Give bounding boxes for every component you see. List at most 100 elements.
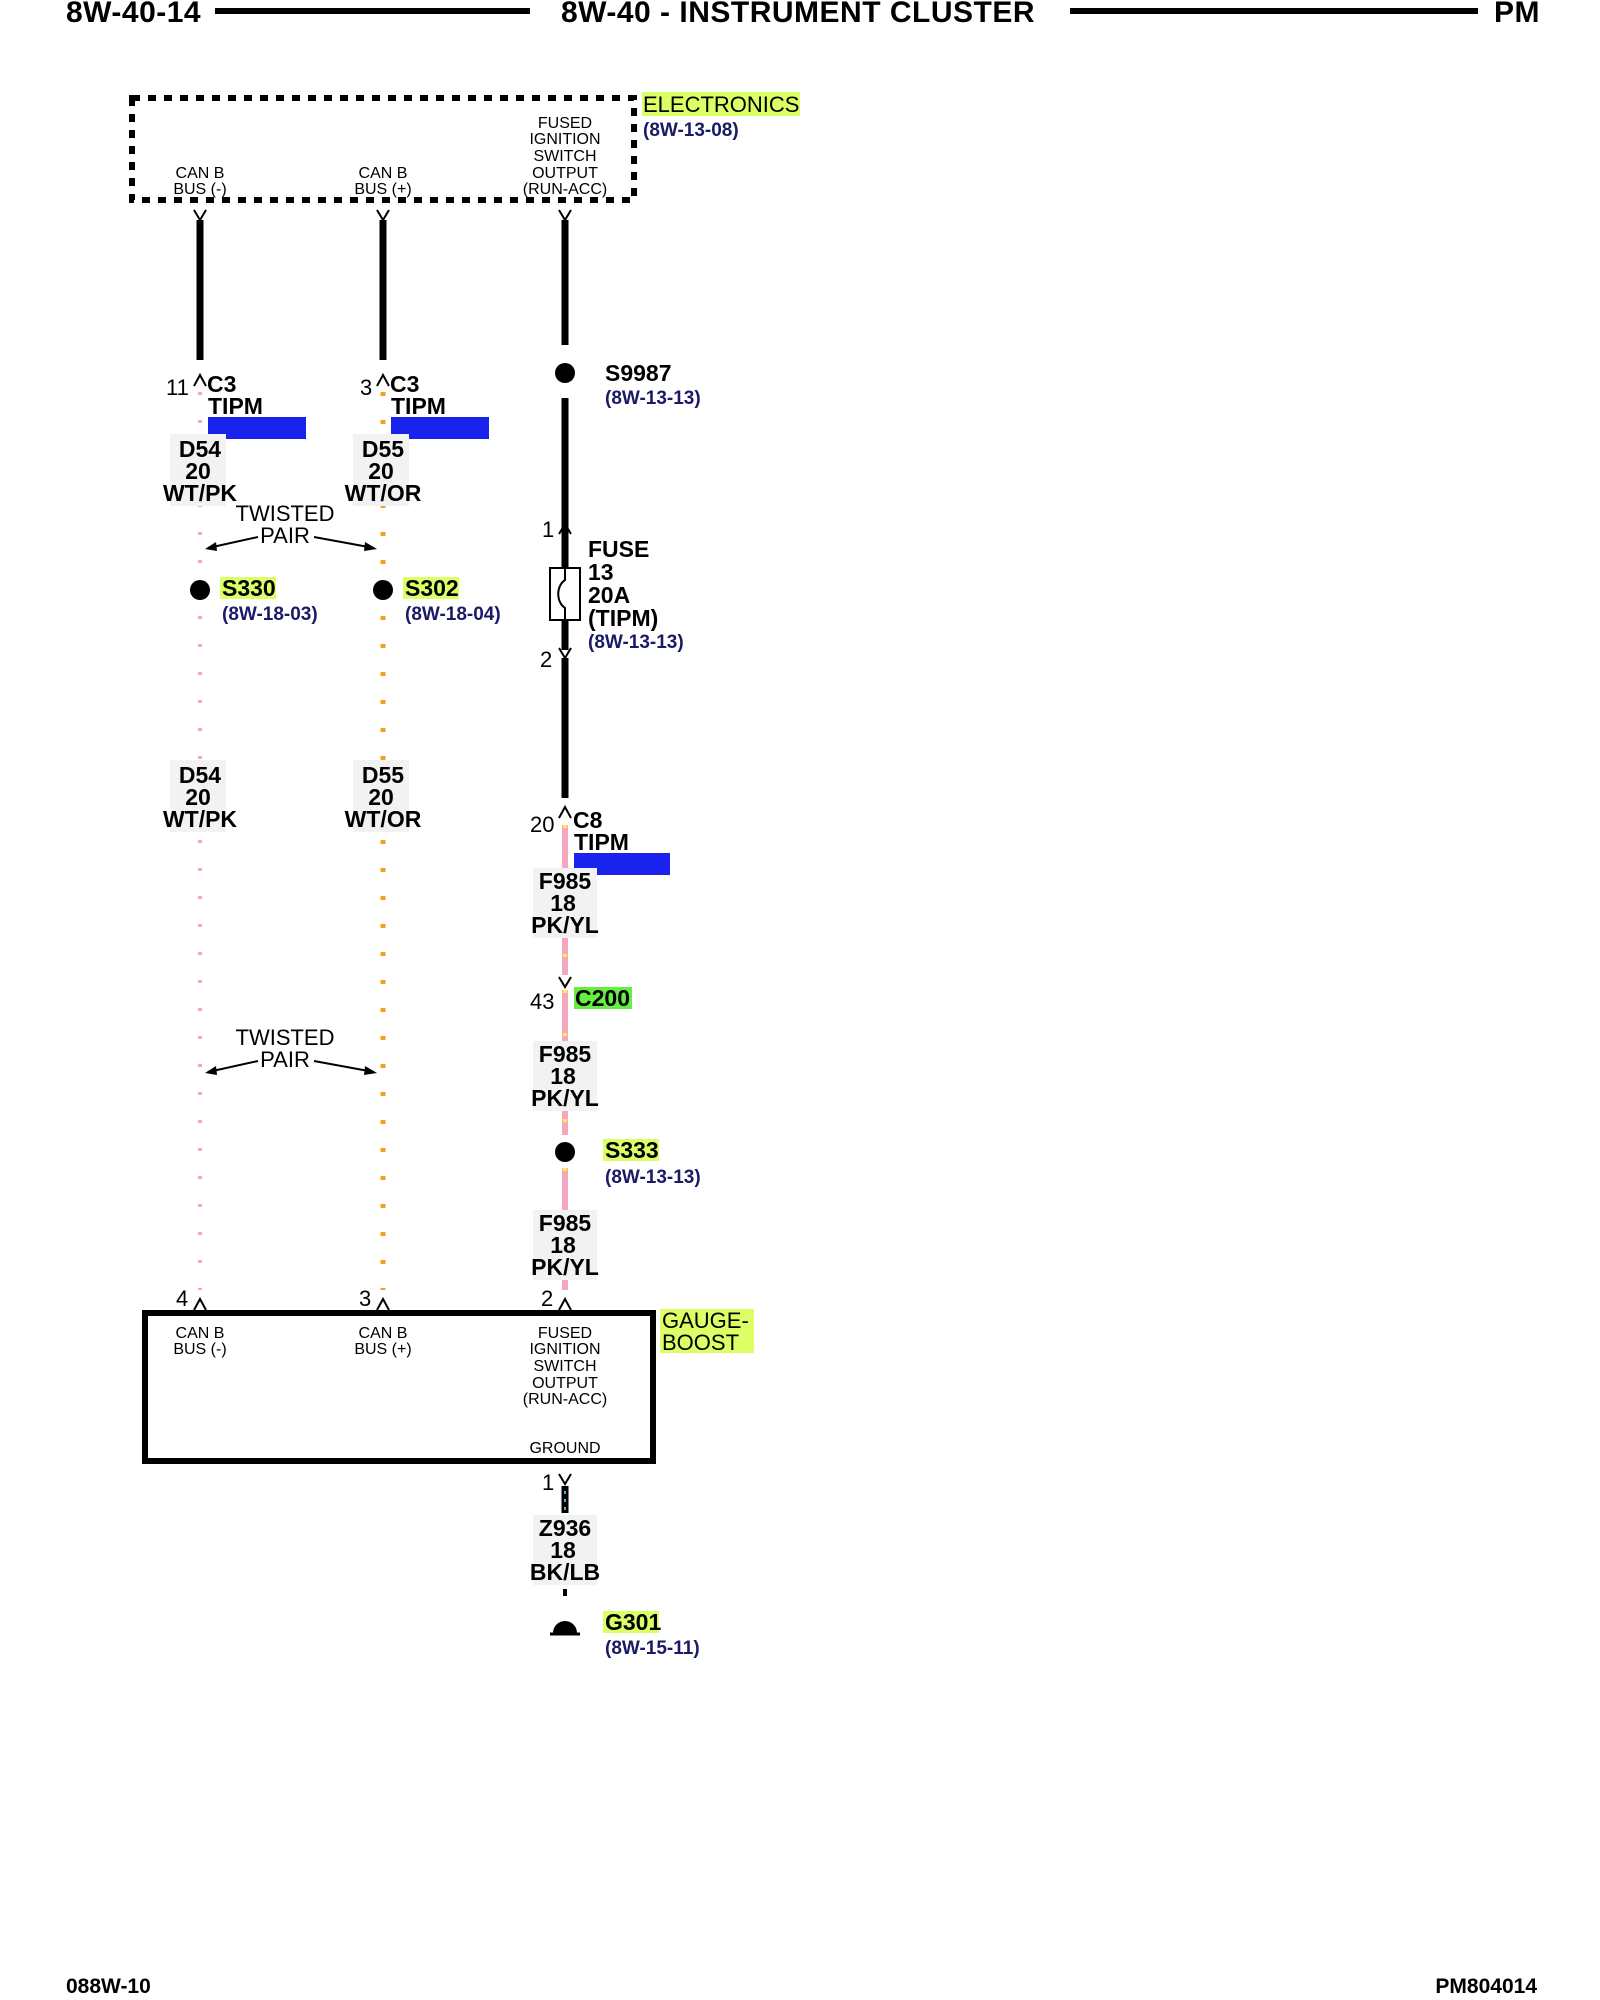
twisted-pair-line1: TWISTED: [236, 1025, 335, 1050]
ground-highlight: [603, 1611, 659, 1633]
wire-circuit: Z936: [539, 1515, 591, 1541]
page-title: 8W-40 - INSTRUMENT CLUSTER: [561, 0, 1035, 29]
wire-circuit: D55: [362, 436, 404, 462]
fuse-pin-out: 2: [540, 647, 552, 672]
electronics-pin-canb-plus-line1: CAN B: [359, 165, 408, 182]
redacted-label-block: [574, 853, 670, 875]
twisted-pair-upper: TWISTED PAIR: [205, 501, 377, 551]
splice-dot-icon: [373, 580, 393, 600]
fuse-number: 13: [588, 559, 614, 585]
wire-label-f985-3: F985 18 PK/YL: [531, 1210, 599, 1280]
fuse-pin-in: 1: [542, 517, 554, 542]
fuse-location: (TIPM): [588, 605, 658, 631]
electronics-name: ELECTRONICS: [643, 92, 799, 117]
wire-color: PK/YL: [531, 1254, 599, 1280]
wire-label-d55-mid: D55 20 WT/OR: [345, 760, 422, 832]
electronics-pin-fused-line1: FUSED: [538, 115, 592, 132]
ground-pin: 1: [542, 1470, 554, 1495]
wire-label-bg: [170, 434, 226, 506]
wire-gauge: 20: [368, 784, 394, 810]
ground-circuit: 1 Z936 18 BK/LB G301 (8W-15-11): [530, 1470, 700, 1659]
wire-canb-minus: [193, 209, 207, 1311]
wire-label-bg: [170, 760, 226, 832]
gauge-pin-fused-line4: OUTPUT: [532, 1375, 598, 1392]
wire-label-d54-mid: D54 20 WT/PK: [163, 760, 237, 832]
c3-left-pin: 11: [166, 375, 189, 400]
gauge-boost-highlight: [660, 1309, 754, 1353]
gauge-boost-box: [142, 1310, 656, 1464]
wire-gauge: 20: [185, 458, 211, 484]
gauge-boost-name-line2: BOOST: [662, 1330, 739, 1355]
wire-gauge: 20: [368, 458, 394, 484]
wire-circuit: D54: [179, 762, 221, 788]
wire-circuit: F985: [539, 868, 592, 894]
gauge-pin-number-2: 2: [541, 1286, 553, 1311]
splice-ref: (8W-18-03): [222, 604, 318, 625]
splice-highlight: [603, 1139, 659, 1161]
electronics-dashed-box: [129, 95, 637, 203]
wire-label-f985-2: F985 18 PK/YL: [531, 1041, 599, 1111]
wire-label-bg: [533, 868, 597, 938]
female-terminal-icon: [193, 209, 207, 222]
electronics-pin-fused-line2: IGNITION: [529, 131, 600, 148]
arrowhead-icon: [364, 542, 377, 551]
male-terminal-icon: [376, 1296, 390, 1311]
electronics-highlight: [642, 92, 800, 116]
redacted-label-block: [391, 417, 489, 439]
gauge-pin-canb-plus-line1: CAN B: [359, 1325, 408, 1342]
wire-color: WT/PK: [163, 806, 237, 832]
electronics-pin-canb-plus-line2: BUS (+): [354, 181, 411, 198]
electronics-pin-canb-minus-line2: BUS (-): [173, 181, 226, 198]
c200-pin: 43: [530, 989, 554, 1014]
c3-right-pin: 3: [360, 375, 372, 400]
male-terminal-icon: [558, 804, 572, 819]
gauge-pin-fused-line5: (RUN-ACC): [523, 1391, 607, 1408]
electronics-pin-canb-minus-line1: CAN B: [176, 165, 225, 182]
wire-gauge: 20: [185, 784, 211, 810]
wire-label-bg: [353, 760, 409, 832]
splice-s330: S330 (8W-18-03): [190, 575, 318, 625]
gauge-boost-module: 4 3 2 GAUGE- BOOST CAN B BUS (-) CAN B B…: [142, 1286, 754, 1464]
twisted-pair-lower: TWISTED PAIR: [205, 1025, 377, 1075]
c200-name: C200: [575, 985, 630, 1011]
female-terminal-icon: [558, 209, 572, 222]
fuse-ref: (8W-13-13): [588, 632, 684, 653]
c8-name: C8: [573, 807, 603, 833]
splice-dot-icon: [555, 363, 575, 383]
c3-right-name: C3: [390, 371, 419, 397]
male-terminal-icon: [193, 1296, 207, 1311]
connector-c8: 20 C8 TIPM: [530, 807, 670, 875]
wire-label-bg: [533, 1210, 597, 1280]
splice-ref: (8W-13-13): [605, 1167, 701, 1188]
arrow-line: [313, 1060, 375, 1073]
wire-color: WT/OR: [345, 480, 422, 506]
wire-gauge: 18: [550, 1232, 576, 1258]
splice-s333: S333 (8W-13-13): [555, 1137, 701, 1188]
splice-name: S9987: [605, 360, 672, 386]
wire-color: WT/OR: [345, 806, 422, 832]
male-terminal-icon: [376, 372, 390, 387]
splice-dot-icon: [190, 580, 210, 600]
gauge-pin-number-3: 3: [359, 1286, 371, 1311]
gauge-boost-name-line1: GAUGE-: [662, 1308, 749, 1333]
gauge-pin-fused-line2: IGNITION: [529, 1341, 600, 1358]
splice-highlight: [220, 577, 276, 599]
c8-module: TIPM: [574, 829, 629, 855]
gauge-ground-label: GROUND: [529, 1440, 600, 1457]
splice-dot-icon: [555, 1142, 575, 1162]
male-terminal-icon: [558, 1296, 572, 1311]
splice-highlight: [403, 577, 459, 599]
ground-name: G301: [605, 1609, 661, 1635]
model-code: PM: [1494, 0, 1540, 29]
c8-pin: 20: [530, 812, 554, 837]
electronics-pin-fused-line5: (RUN-ACC): [523, 181, 607, 198]
fuse-13: 1 2 FUSE 13 20A (TIPM) (8W-13-13): [540, 517, 684, 672]
connector-c3-left: 11 C3 TIPM: [166, 371, 306, 439]
twisted-pair-line1: TWISTED: [236, 501, 335, 526]
splice-name: S333: [605, 1137, 659, 1163]
twisted-pair-line2: PAIR: [260, 523, 310, 548]
wire-circuit: F985: [539, 1041, 592, 1067]
wire-gauge: 18: [550, 890, 576, 916]
female-terminal-icon: [558, 976, 572, 989]
